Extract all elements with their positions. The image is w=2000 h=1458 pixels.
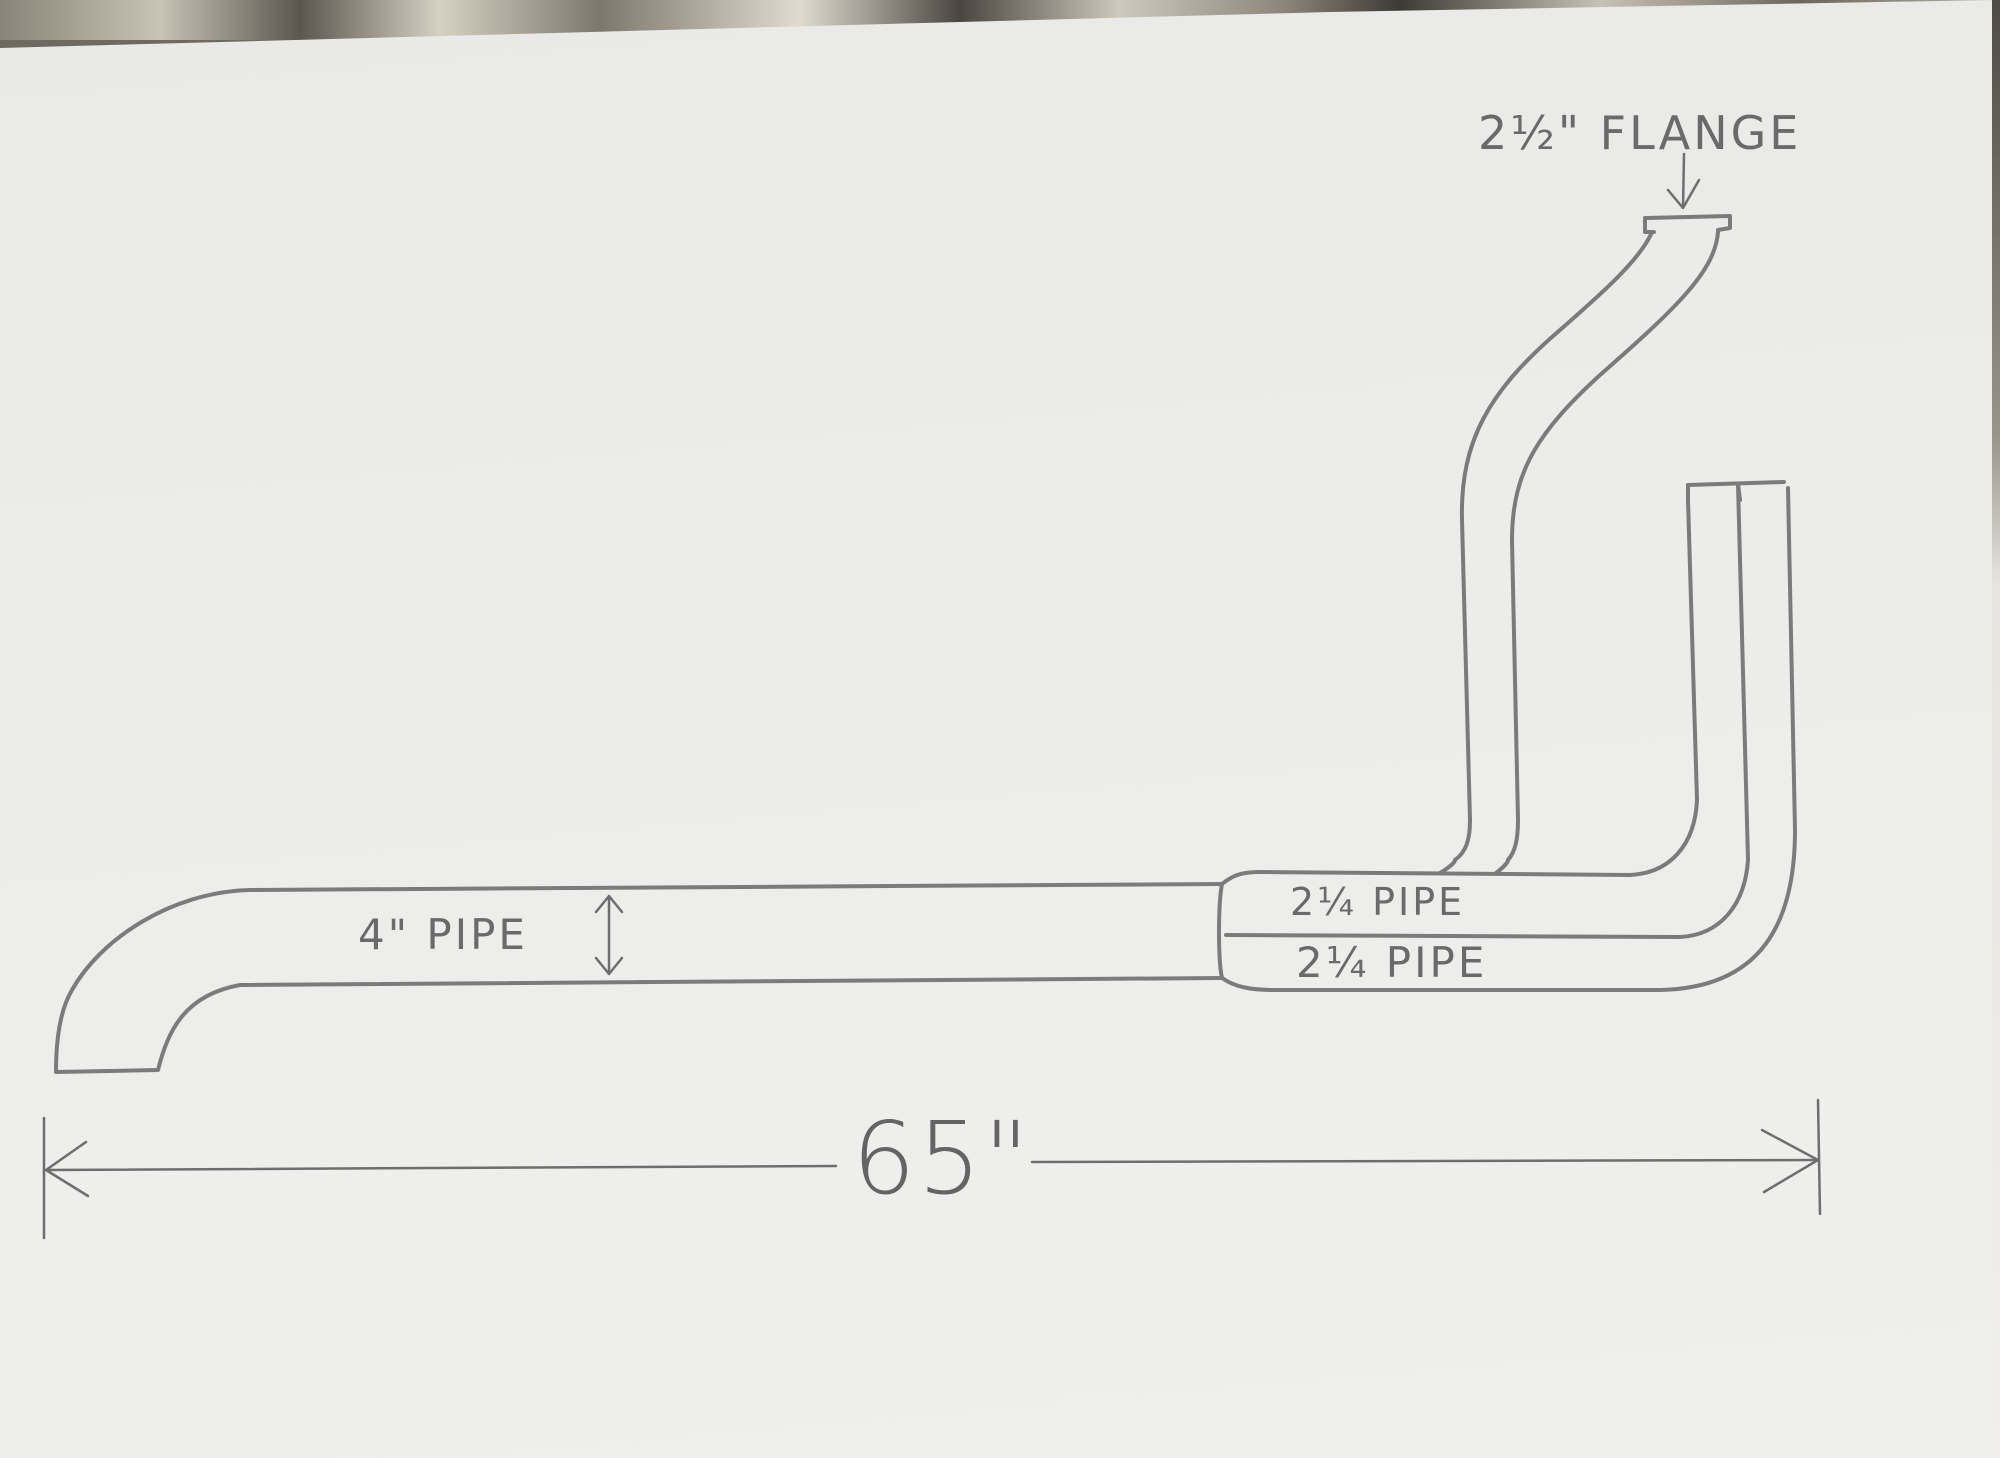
overall-length-label: 65" [852, 1100, 1032, 1217]
branch-pipe-lower-label: 2¼ PIPE [1296, 938, 1488, 987]
granite-edge-right [1990, 0, 2000, 1458]
flange-riser-pipe [1438, 230, 1720, 875]
overall-dimension-line [42, 1098, 1822, 1240]
branch-2-25in-pipes [1220, 480, 1797, 992]
main-pipe-label: 4" PIPE [358, 910, 528, 959]
main-4in-pipe [54, 882, 1224, 1074]
flange-label: 2½" FLANGE [1478, 106, 1802, 160]
branch-pipe-upper-label: 2¼ PIPE [1290, 880, 1466, 924]
flange [1643, 214, 1732, 234]
arrow-left-icon [44, 1140, 90, 1198]
arrow-down-icon [1666, 152, 1701, 210]
double-arrow-vertical-icon [594, 894, 624, 976]
arrow-right-icon [1760, 1128, 1820, 1194]
